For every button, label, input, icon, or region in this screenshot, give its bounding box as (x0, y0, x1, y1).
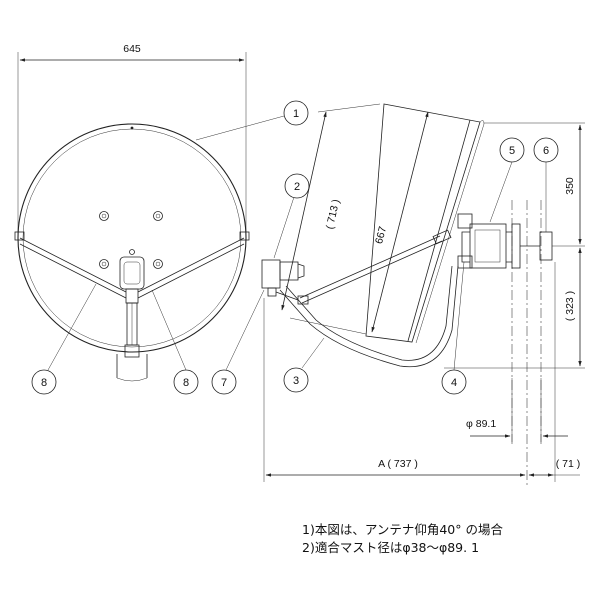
callout-7-label: 7 (221, 377, 227, 389)
lnb-top-bolt (129, 249, 135, 255)
dim-offset-71: ( 71 ) (556, 458, 581, 470)
dim-height-323: ( 323 ) (564, 291, 576, 321)
callout-3: 3 (283, 367, 309, 393)
callout-2-label: 2 (294, 181, 300, 193)
callout-8-right-label: 8 (183, 377, 189, 389)
callout-6-label: 6 (543, 145, 549, 157)
dim-width-645: 645 (123, 43, 141, 55)
dish-rim (17, 123, 247, 353)
callout-5: 5 (499, 137, 525, 163)
main-boom-inner (285, 265, 453, 361)
side-view: ( 713 ) 667 (261, 103, 585, 485)
callout-6: 6 (533, 137, 559, 163)
right-rim-bracket (239, 231, 250, 241)
dim-mast-diameter: φ 89.1 (466, 418, 496, 430)
callout-3-label: 3 (293, 375, 299, 387)
side-upper-arm (299, 235, 443, 304)
dim-dish-713: ( 713 ) (324, 198, 343, 230)
front-clamp (124, 344, 140, 358)
dim-a-737: A ( 737 ) (378, 458, 418, 470)
callout-leaders (47, 115, 547, 371)
lnb-side (261, 259, 281, 289)
dim-height-350: 350 (564, 177, 576, 195)
clamp-bolt (539, 231, 553, 261)
callout-2: 2 (284, 173, 310, 199)
right-support-arm (137, 237, 245, 299)
callout-1-label: 1 (293, 108, 299, 120)
rim-mark (130, 126, 134, 130)
callout-4-label: 4 (451, 377, 457, 389)
callout-8-right: 8 (173, 369, 199, 395)
callout-5-label: 5 (509, 145, 515, 157)
left-rim-bracket (14, 231, 25, 241)
callout-1: 1 (283, 100, 309, 126)
mount-bracket (457, 213, 521, 269)
left-support-arm (19, 237, 127, 299)
dish-side-profile (365, 103, 481, 343)
drawing-notes: 1)本図は、アンテナ仰角40° の場合 2)適合マスト径はφ38～φ89. 1 (302, 521, 592, 557)
front-mast (116, 354, 148, 378)
callout-8-left-label: 8 (41, 377, 47, 389)
callout-7: 7 (211, 369, 237, 395)
callout-4: 4 (441, 369, 467, 395)
callout-8-left: 8 (31, 369, 57, 395)
mounting-holes (99, 211, 163, 269)
dim-dish-667: 667 (373, 225, 389, 245)
note-elevation: 1)本図は、アンテナ仰角40° の場合 (302, 522, 503, 537)
front-view: 645 (14, 43, 250, 382)
note-mast-diameter: 2)適合マスト径はφ38～φ89. 1 (302, 540, 480, 555)
main-boom-outer (279, 265, 459, 368)
